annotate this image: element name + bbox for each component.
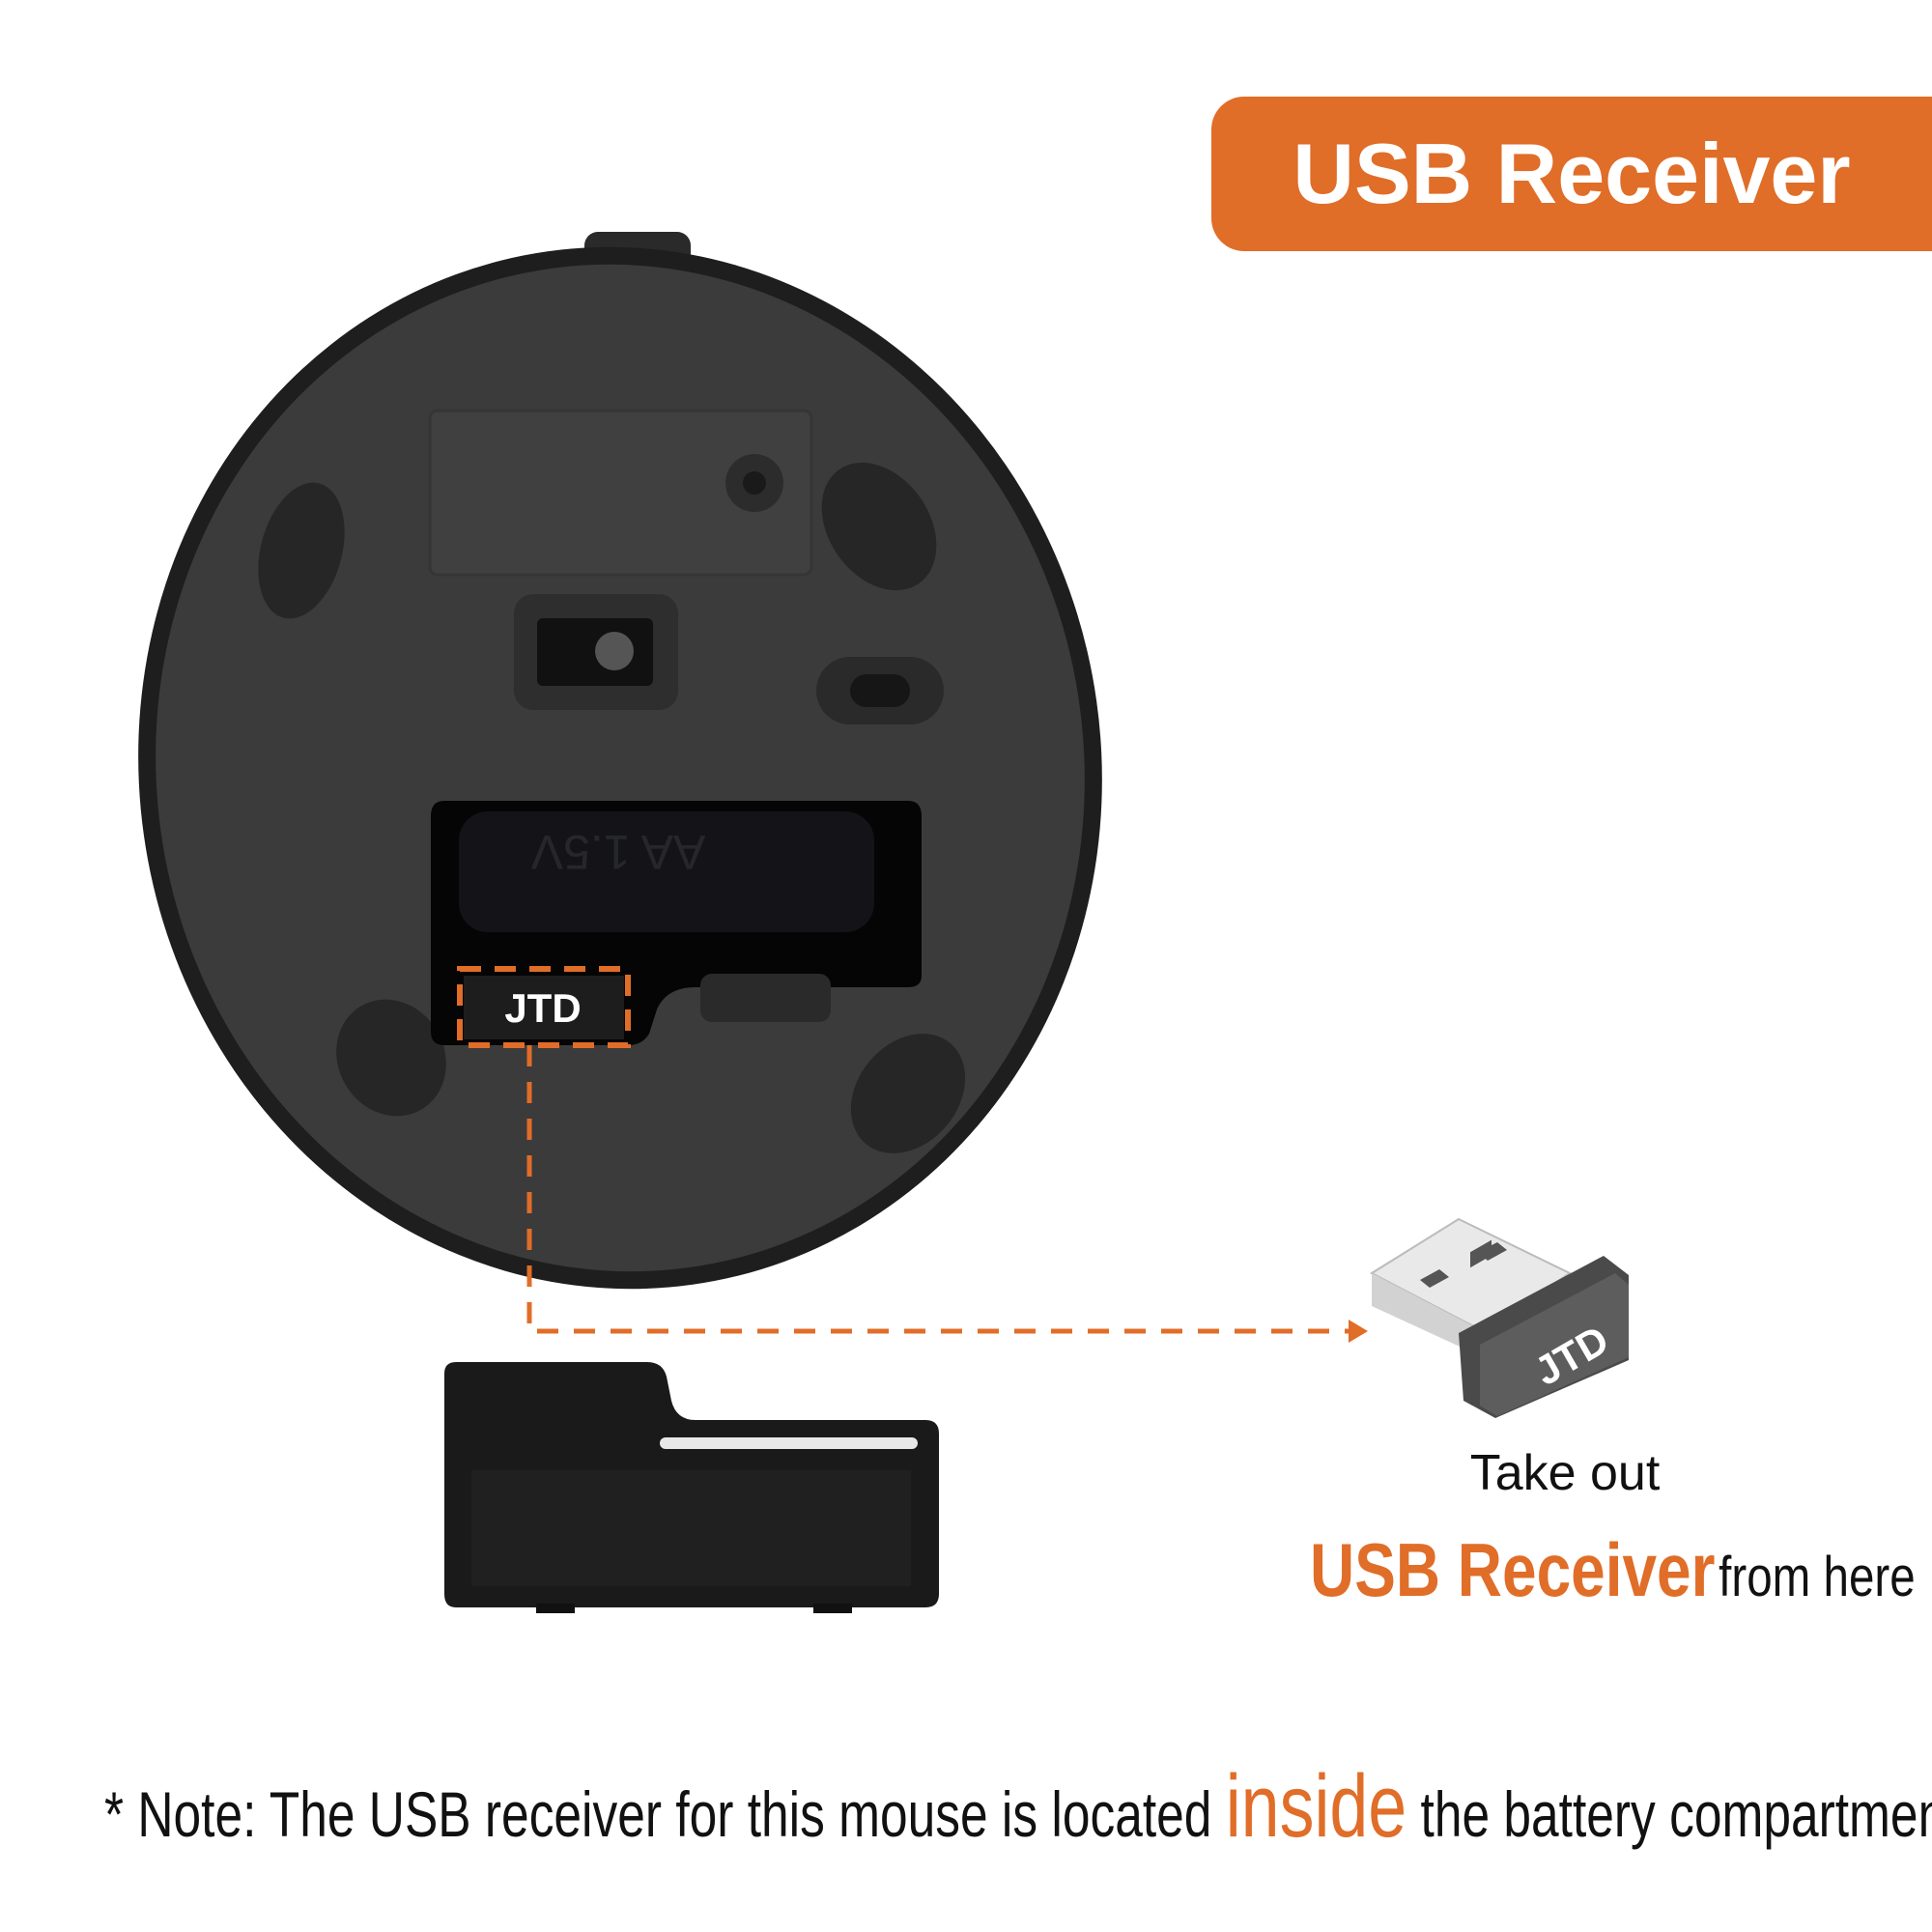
receiver-highlight bbox=[457, 966, 631, 1048]
usb-dongle-icon: JTD bbox=[1369, 1217, 1629, 1418]
battery-text: AA 1.5V bbox=[530, 825, 705, 879]
note-emphasis: inside bbox=[1225, 1757, 1407, 1856]
title-banner bbox=[1211, 97, 1932, 251]
take-out-label: Take out bbox=[1469, 1445, 1661, 1501]
footnote: * Note: The USB receiver for this mouse … bbox=[104, 1756, 1932, 1858]
banner-title: USB Receiver bbox=[1293, 126, 1851, 221]
callout-suffix: from here bbox=[1719, 1546, 1916, 1608]
arrow-head-icon bbox=[1349, 1320, 1368, 1343]
callout-highlight: USB Receiver bbox=[1310, 1527, 1716, 1612]
mouse-bottom: AA 1.5V JTD bbox=[138, 232, 1102, 1290]
receiver-label: JTD bbox=[504, 985, 581, 1031]
callout-line: USB Receiver from here bbox=[1310, 1526, 1916, 1614]
note-prefix: * Note: The USB receiver for this mouse … bbox=[104, 1778, 1212, 1850]
battery-cover bbox=[444, 1362, 939, 1613]
note-suffix: the battery compartment bbox=[1420, 1778, 1932, 1850]
